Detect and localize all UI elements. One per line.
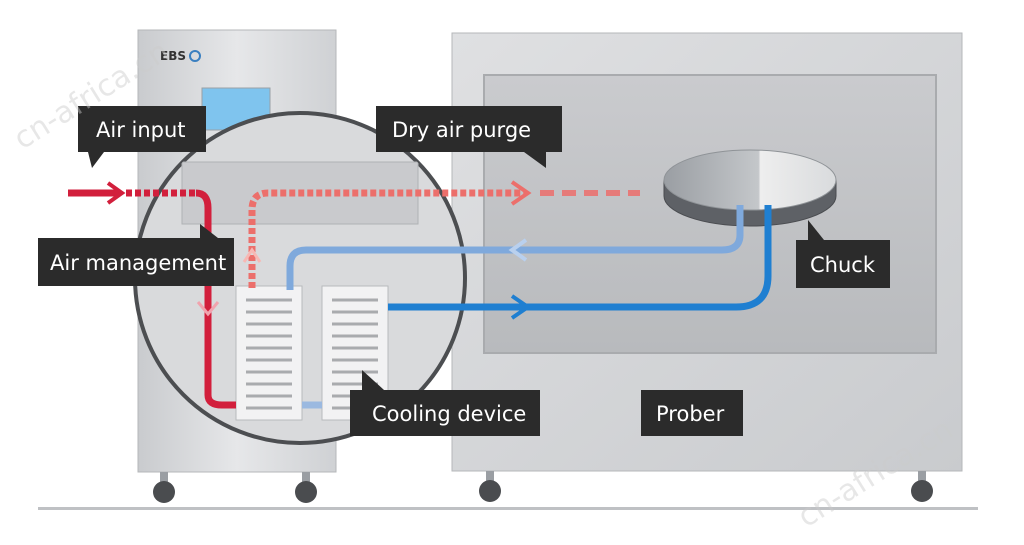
callout-air-input: Air input [78, 106, 206, 168]
cold-return-flow [286, 205, 744, 290]
brand-logo-mark [189, 50, 201, 62]
callout-cooling-device: Cooling device [350, 370, 540, 436]
callout-air-management: Air management [38, 224, 234, 286]
svg-text:Prober: Prober [656, 402, 725, 426]
brand-logo: EBS [160, 49, 186, 63]
cabinet-wheel [295, 472, 317, 503]
cold-supply-flow [388, 205, 772, 320]
cabinet-wheel [153, 472, 175, 503]
air-input-flow [68, 181, 322, 409]
svg-text:Air input: Air input [96, 118, 186, 142]
prober-wheel [479, 471, 501, 502]
dry-air-purge-flow [242, 180, 640, 288]
callout-chuck: Chuck [796, 220, 890, 288]
prober-wheel [911, 471, 933, 502]
floor-line [38, 507, 978, 510]
callout-dry-air-purge: Dry air purge [376, 106, 562, 168]
svg-text:Dry air purge: Dry air purge [392, 118, 531, 142]
svg-text:Air management: Air management [50, 251, 226, 275]
svg-text:Chuck: Chuck [810, 253, 876, 277]
callout-prober: Prober [641, 390, 743, 436]
svg-text:Cooling device: Cooling device [372, 402, 526, 426]
chuck [663, 149, 837, 227]
